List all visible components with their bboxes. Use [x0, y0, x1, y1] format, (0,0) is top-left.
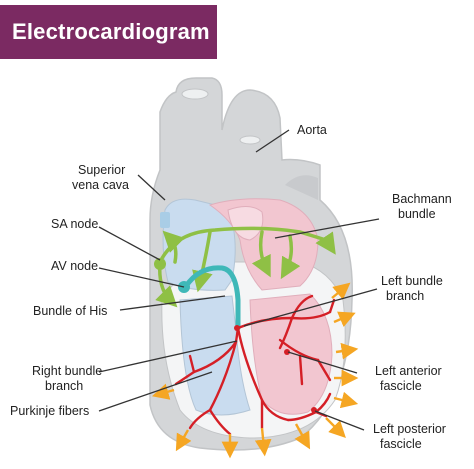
left-ventricle: [249, 293, 333, 415]
label-left-anterior-line2: fascicle: [380, 379, 422, 393]
label-left-posterior-line2: fascicle: [380, 437, 422, 451]
label-left-bundle-line1: Left bundle: [381, 274, 443, 288]
label-right-bundle-line2: branch: [45, 379, 83, 393]
label-bundle-of-his: Bundle of His: [33, 304, 107, 318]
label-svc-line2: vena cava: [72, 178, 129, 192]
label-sa-node: SA node: [51, 217, 98, 231]
label-svc-line1: Superior: [78, 163, 125, 177]
label-right-bundle-line1: Right bundle: [32, 364, 102, 378]
label-av-node: AV node: [51, 259, 98, 273]
sa-node-dot: [154, 258, 166, 270]
bachmann-bundle-path: [155, 226, 336, 308]
diagram-title: Electrocardiogram: [12, 19, 210, 44]
anterior-fascicle-dot: [284, 349, 290, 355]
label-aorta: Aorta: [297, 123, 327, 137]
title-banner: Electrocardiogram: [0, 5, 217, 59]
label-left-anterior-line1: Left anterior: [375, 364, 442, 378]
label-left-posterior-line1: Left posterior: [373, 422, 446, 436]
label-purkinje: Purkinje fibers: [10, 404, 89, 418]
depolarization-arrows: [151, 282, 359, 459]
purkinje-network: [174, 294, 336, 436]
leader-lines: [98, 129, 380, 431]
vena-cava-opening: [160, 212, 170, 228]
right-ventricle: [179, 295, 251, 416]
bundle-of-his-path: [183, 265, 241, 331]
bundle-split-dot: [234, 325, 240, 331]
label-left-bundle-line2: branch: [386, 289, 424, 303]
label-bachmann-line1: Bachmann: [392, 192, 452, 206]
label-bachmann-line2: bundle: [398, 207, 436, 221]
